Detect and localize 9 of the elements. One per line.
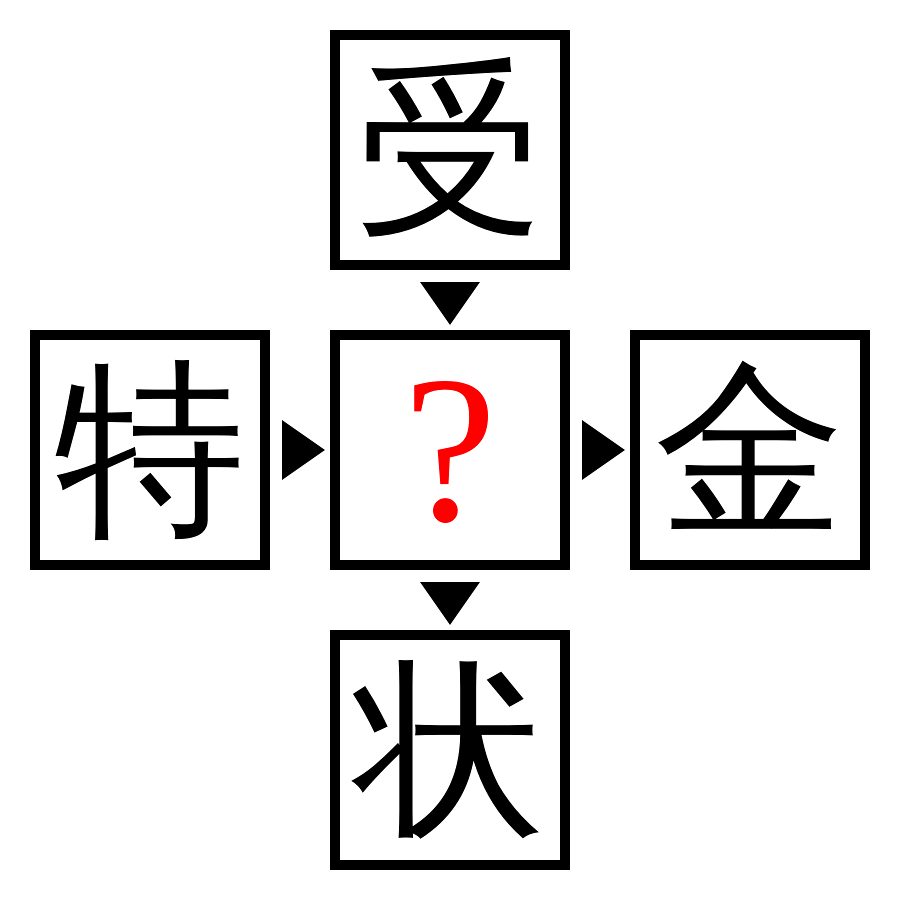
question-mark: ? [403, 345, 497, 555]
kanji-character: 受 [355, 55, 545, 245]
character-box [330, 630, 570, 870]
kanji-character: 金 [655, 355, 845, 545]
character-box [30, 330, 270, 570]
kanji-character: 特 [55, 355, 245, 545]
character-box [330, 30, 570, 270]
character-box [330, 330, 570, 570]
character-box [630, 330, 870, 570]
